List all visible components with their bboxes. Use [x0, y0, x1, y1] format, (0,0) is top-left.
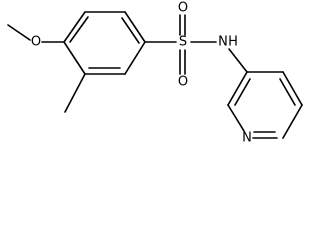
benzene-bond-1-inner — [69, 16, 89, 43]
methoxy-oxygen-label: O — [31, 35, 41, 50]
benzene-bond-4 — [124, 41, 146, 75]
nitrogen-to-pyridine-bond — [228, 48, 248, 73]
sulfonyl-oxygen-top-label: O — [178, 1, 188, 16]
amide-nitrogen-label: N — [218, 35, 228, 50]
benzene-bond-3 — [124, 11, 146, 43]
sulfonyl-oxygen-bottom-label: O — [178, 75, 188, 90]
pyridine-bond-6 — [227, 71, 248, 106]
pyridine-nitrogen-label: N — [242, 131, 252, 146]
pyridine-bond-3 — [282, 104, 303, 139]
pyridine-bond-2 — [282, 71, 303, 106]
molecule-structure: O O S O N H N — [7, 1, 303, 146]
amide-hydrogen-label: H — [228, 35, 238, 50]
benzene-bond-6 — [63, 41, 86, 75]
sulfur-label: S — [179, 35, 187, 50]
pyridine-bond-6-inner — [234, 78, 251, 106]
pyridine-bond-2-inner — [279, 78, 296, 106]
pyridine-bond-5 — [227, 104, 245, 132]
methyl-bond — [64, 73, 86, 113]
benzene-bond-3-inner — [121, 17, 140, 44]
methyl-to-oxygen-bond — [7, 24, 31, 41]
benzene-bond-1 — [63, 11, 86, 43]
